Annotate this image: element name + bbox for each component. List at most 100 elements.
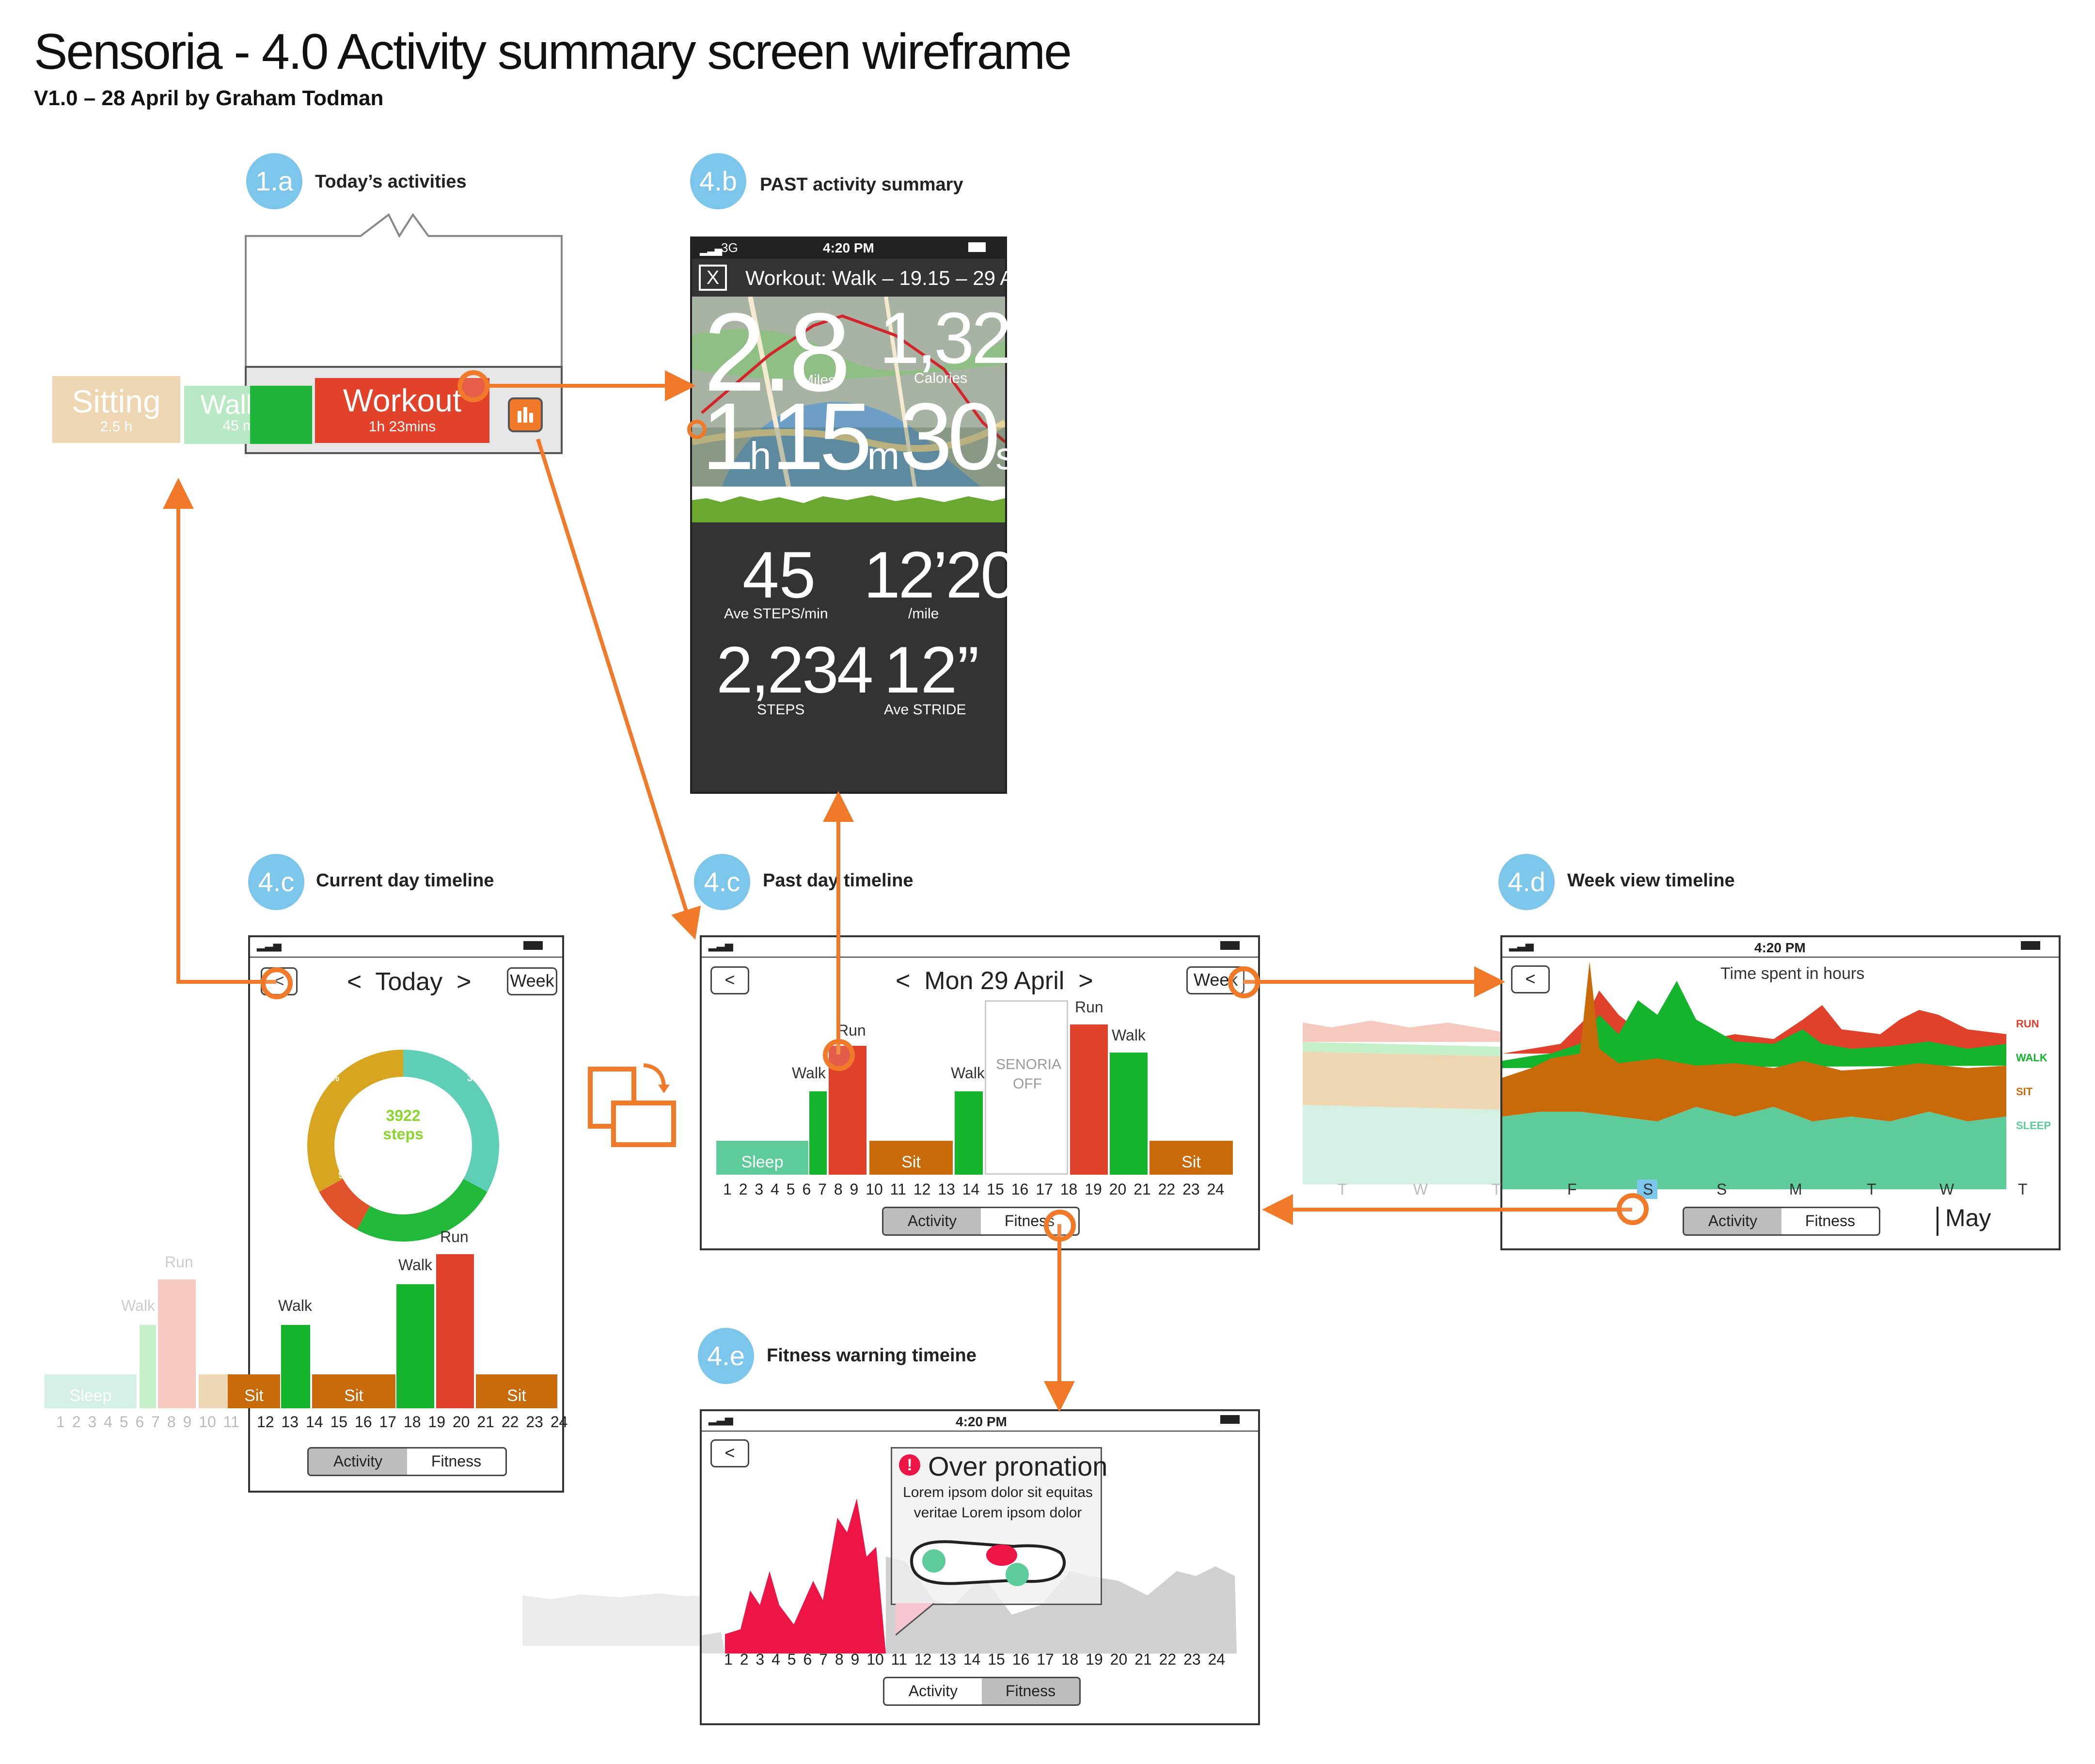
steps-label: STEPS <box>757 702 805 718</box>
back-button[interactable]: < <box>710 966 749 994</box>
walking-tile-active-part <box>250 386 312 444</box>
sit-bar[interactable]: Sit <box>476 1374 557 1408</box>
section-label-4c-current: Current day timeline <box>316 870 494 891</box>
summary-title: Workout: Walk – 19.15 – 29 April <box>745 267 1041 289</box>
walk-bar[interactable] <box>1110 1053 1148 1175</box>
steps-min-value: 45 <box>742 538 816 612</box>
duration-hours: 1 <box>702 383 755 489</box>
day-navigator[interactable]: < Mon 29 April > <box>896 967 1093 995</box>
status-time: 4:20 PM <box>823 240 874 255</box>
hotspot-workout[interactable] <box>457 370 489 402</box>
walk-label: Walk <box>398 1256 432 1274</box>
donut-segment <box>319 1178 371 1230</box>
arrow-chart-to-past-day <box>536 438 701 940</box>
tab-activity[interactable]: Activity <box>309 1449 407 1475</box>
back-button[interactable]: < <box>710 1439 749 1467</box>
signal-icon: ▂▃▅ <box>700 245 723 256</box>
donut-segment <box>403 1050 499 1192</box>
run-label: Run <box>440 1228 469 1245</box>
warning-text-line-1: Lorem ipsom dolor sit equitas <box>903 1484 1093 1500</box>
week-stacked-area <box>1502 961 2006 1189</box>
pace-label: /mile <box>908 606 939 622</box>
day-navigator[interactable]: < Today > <box>347 968 472 996</box>
day-tick-f: F <box>1567 1181 1577 1198</box>
route-map <box>692 297 1005 488</box>
tab-activity[interactable]: Activity <box>908 1682 958 1700</box>
sit-bar[interactable]: Sit <box>869 1141 953 1175</box>
status-time: 4:20 PM <box>956 1414 1007 1429</box>
popover-pointer <box>896 1603 934 1636</box>
walk-label: Walk <box>1112 1026 1146 1044</box>
sit-bar[interactable]: Sit <box>228 1374 280 1408</box>
close-button[interactable]: X <box>699 265 727 291</box>
warning-text-line-2: veritae Lorem ipsom dolor <box>914 1505 1082 1521</box>
section-badge-4c-current: 4.c <box>248 854 304 910</box>
sit-bar[interactable]: Sit <box>1150 1141 1233 1175</box>
tab-activity[interactable]: Activity <box>1684 1208 1781 1234</box>
elevation-strip <box>692 487 1005 522</box>
status-bar: 3G 4:20 PM ▂▃▅ <box>692 238 1005 259</box>
walk-bar[interactable] <box>281 1325 310 1408</box>
sensoria-off-bar: SENORIA OFF <box>985 1000 1068 1175</box>
duration-hours-unit: h <box>750 434 772 477</box>
summary-header: X Workout: Walk – 19.15 – 29 April <box>692 259 1040 297</box>
section-badge-4d: 4.d <box>1498 854 1555 910</box>
section-label-4d: Week view timeline <box>1567 870 1735 891</box>
month-label: May <box>1945 1204 1991 1231</box>
day-tick-s: S <box>1717 1181 1727 1198</box>
duration-minutes-unit: m <box>867 434 900 477</box>
tab-activity[interactable]: Activity <box>883 1208 981 1234</box>
run-label: Run <box>837 1022 866 1039</box>
run-bar[interactable] <box>1070 1024 1108 1175</box>
calories-label: Calories <box>914 370 968 386</box>
duration: 1h15m30s <box>702 382 1015 491</box>
day-tick-t: T <box>2018 1181 2028 1198</box>
warning-title: Over pronation <box>928 1451 1108 1481</box>
signal-icon: ▂▃▅ <box>709 1413 733 1425</box>
hotspot-fitness[interactable] <box>1044 1210 1076 1242</box>
sitting-tile[interactable]: Sitting 2.5 h <box>52 376 180 443</box>
faded-week-area <box>1303 993 1504 1184</box>
faded-day-tick: T <box>1338 1181 1347 1198</box>
sit-bar[interactable]: Sit <box>312 1374 395 1408</box>
rotate-device-icon <box>588 1063 676 1147</box>
week-view-screen: ▂▃▅ 4:20 PM < Time spent in hours RUN WA… <box>1500 935 2061 1250</box>
bar-chart-icon[interactable] <box>508 397 543 432</box>
section-label-1a: Today’s activities <box>315 172 467 192</box>
duration-seconds-unit: s <box>995 434 1015 477</box>
warning-popover[interactable]: ! Over pronation Lorem ipsom dolor sit e… <box>891 1447 1107 1605</box>
tab-fitness[interactable]: Fitness <box>982 1678 1079 1704</box>
battery-icon <box>2021 941 2040 950</box>
signal-icon: ▂▃▅ <box>709 939 733 951</box>
walk-bar[interactable] <box>955 1091 983 1175</box>
tab-fitness[interactable]: Fitness <box>1805 1212 1856 1229</box>
activity-fitness-toggle[interactable]: Activity Fitness <box>883 1677 1081 1706</box>
activity-donut <box>307 1050 499 1242</box>
signal-text: 3G <box>721 240 738 255</box>
hotspot-back[interactable] <box>261 967 293 999</box>
workout-tile[interactable]: Workout 1h 23mins <box>315 378 489 443</box>
tab-fitness[interactable]: Fitness <box>431 1452 482 1470</box>
activity-fitness-toggle[interactable]: Activity Fitness <box>1683 1207 1880 1236</box>
arrow-back-to-today <box>163 478 276 984</box>
sitting-value: 2.5 h <box>100 419 133 435</box>
week-button[interactable]: Week <box>507 967 557 995</box>
section-label-4e: Fitness warning timeine <box>767 1345 977 1366</box>
faded-walk-bar <box>140 1325 156 1408</box>
activity-fitness-toggle[interactable]: Activity Fitness <box>307 1447 507 1476</box>
run-bar[interactable] <box>436 1254 474 1408</box>
hotspot-day[interactable] <box>1617 1193 1649 1225</box>
donut-segment <box>357 1178 488 1242</box>
hotspot-week[interactable] <box>1228 966 1260 998</box>
faded-fitness-area <box>522 1593 716 1646</box>
walk-bar[interactable] <box>396 1284 434 1408</box>
status-time: 4:20 PM <box>1754 940 1806 955</box>
hour-axis: 1 2 3 4 5 6 7 8 9 10 11 12 13 14 15 16 1… <box>723 1181 1225 1198</box>
day-tick-t: T <box>1867 1181 1876 1198</box>
hotspot-run[interactable] <box>823 1039 855 1071</box>
walk-bar[interactable] <box>809 1091 827 1175</box>
sleep-bar[interactable]: Sleep <box>716 1141 808 1175</box>
donut-label-walk: 25% <box>421 1196 441 1207</box>
back-button[interactable]: < <box>1511 965 1550 993</box>
battery-icon <box>968 242 986 252</box>
